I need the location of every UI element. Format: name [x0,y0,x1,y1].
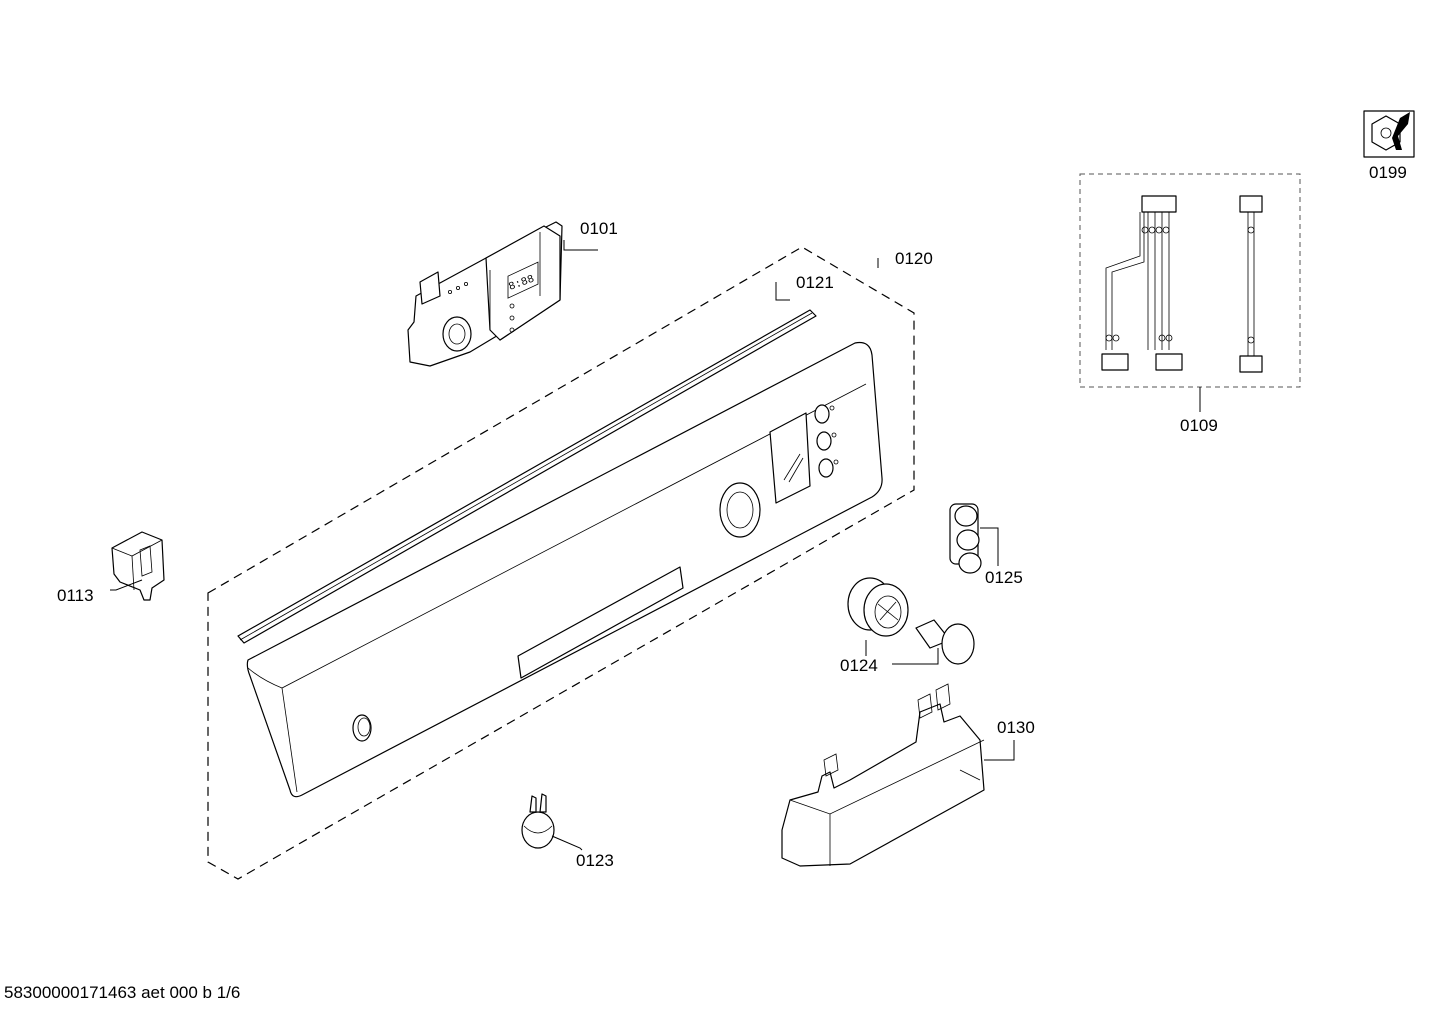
wire-harness-0109 [1079,173,1301,388]
label-0120: 0120 [895,249,933,268]
label-0130: 0130 [997,718,1035,737]
label-0113: 0113 [57,586,94,605]
electronic-module-0101: 8:88 [407,221,563,367]
label-0123: 0123 [576,851,614,870]
part-0123 [521,793,555,849]
nut-and-wrench-icon [1363,110,1415,158]
assembly-0120-outline [207,246,915,880]
leader-lines [110,240,1201,851]
part-0124 [847,577,975,665]
label-0109: 0109 [1180,416,1218,435]
document-code: 58300000171463 aet 000 b 1/6 [4,983,240,1002]
control-panel-fascia [246,341,883,798]
part-0125 [949,503,982,574]
label-0199: 0199 [1369,163,1407,182]
label-0125: 0125 [985,568,1023,587]
part-0130 [781,683,985,867]
trim-strip-0121 [237,309,817,644]
label-0121: 0121 [796,273,834,292]
part-labels: 0101 0120 0121 0199 0109 0113 0125 0124 … [57,163,1407,870]
part-0113 [111,531,165,601]
label-0101: 0101 [580,219,618,238]
label-0124: 0124 [840,656,878,675]
